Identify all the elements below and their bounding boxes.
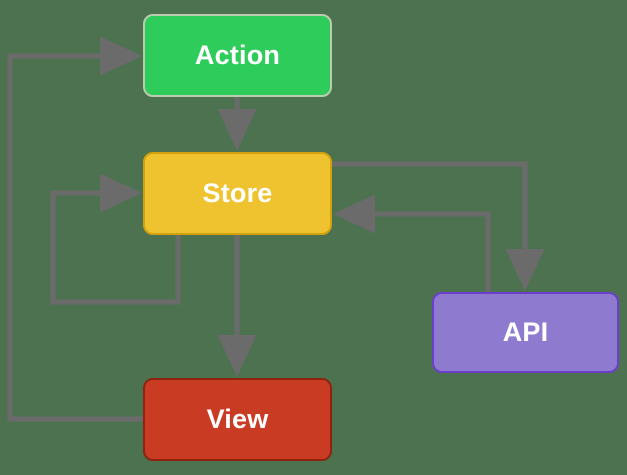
node-api[interactable]: API xyxy=(432,292,619,373)
edge-view-to-action xyxy=(7,36,143,422)
edge-store-to-api xyxy=(332,161,545,292)
node-action-label: Action xyxy=(194,40,281,70)
edge-store-self-loop xyxy=(50,173,181,305)
node-store-label: Store xyxy=(202,178,273,208)
node-view[interactable]: View xyxy=(143,378,332,461)
node-view-label: View xyxy=(206,404,269,434)
node-store[interactable]: Store xyxy=(143,152,332,235)
node-api-label: API xyxy=(502,317,549,347)
edge-api-to-store xyxy=(332,194,491,292)
node-action[interactable]: Action xyxy=(143,14,332,97)
